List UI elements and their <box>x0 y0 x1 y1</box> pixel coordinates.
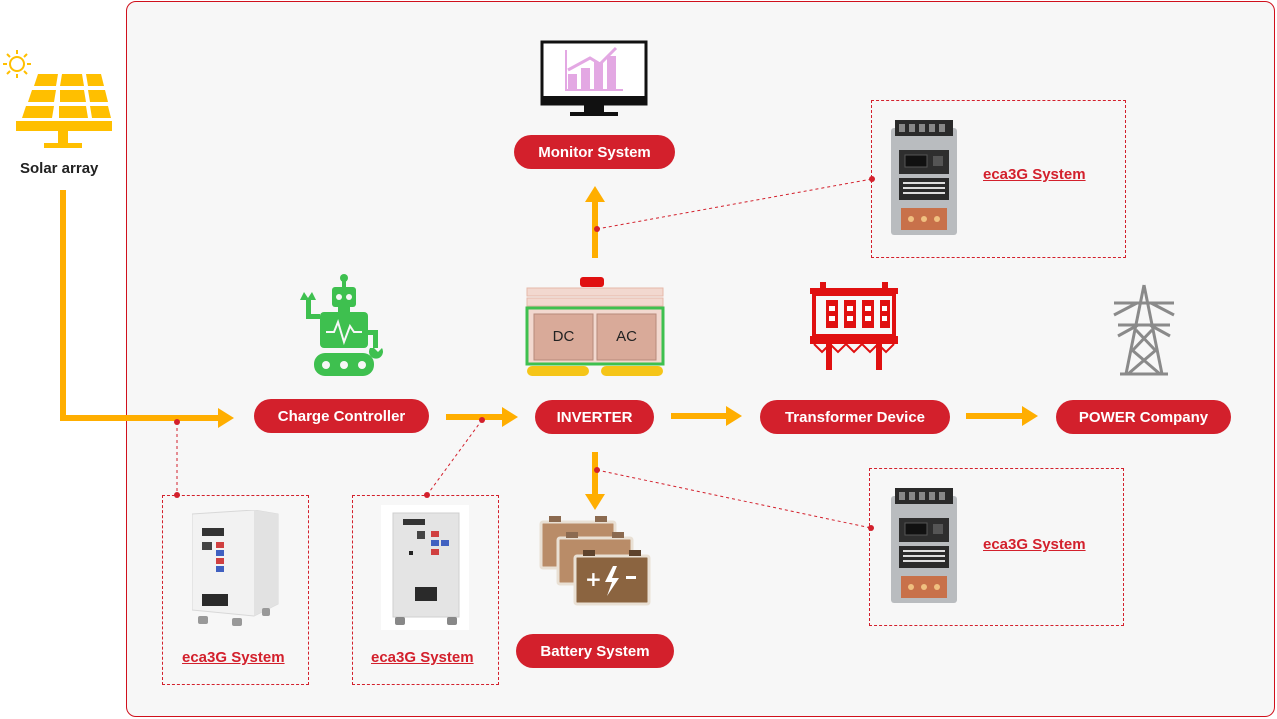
eca3g-link[interactable]: eca3G System <box>983 536 1086 553</box>
power-company-node[interactable]: POWER Company <box>1056 400 1231 434</box>
inverter-node[interactable]: INVERTER <box>535 400 654 434</box>
svg-text:+: + <box>585 567 602 591</box>
eca3g-device-image <box>891 120 957 235</box>
arrow-head <box>218 408 234 428</box>
eca3g-box-bottom-right <box>869 468 1124 626</box>
arrow-head <box>585 494 605 510</box>
transmission-tower-icon <box>1113 284 1175 376</box>
robot-icon <box>300 274 383 376</box>
arrow-head <box>1022 406 1038 426</box>
connector-dots <box>174 176 875 531</box>
transformer-icon <box>810 282 898 370</box>
battery-icon: + <box>539 516 651 606</box>
eca3g-link[interactable]: eca3G System <box>371 649 474 666</box>
eca3g-box-bottom-left-1 <box>162 495 309 685</box>
arrow-head <box>726 406 742 426</box>
solar-flow-line <box>60 190 220 421</box>
inverter-ac-label: AC <box>616 328 637 345</box>
eca3g-box-bottom-left-2 <box>352 495 499 685</box>
battery-system-node[interactable]: Battery System <box>516 634 674 668</box>
eca-connectors <box>176 178 873 529</box>
monitor-system-node[interactable]: Monitor System <box>514 135 675 169</box>
solar-panel-icon <box>16 74 112 148</box>
eca3g-link[interactable]: eca3G System <box>182 649 285 666</box>
inverter-icon <box>525 277 665 376</box>
eca3g-device-image <box>381 505 469 630</box>
transformer-device-node[interactable]: Transformer Device <box>760 400 950 434</box>
arrow-head <box>585 186 605 202</box>
inverter-dc-label: DC <box>552 328 575 345</box>
eca3g-box-top-right <box>871 100 1126 258</box>
eca3g-device-image <box>191 509 280 630</box>
eca3g-link[interactable]: eca3G System <box>983 166 1086 183</box>
solar-array-label: Solar array <box>20 160 99 177</box>
eca3g-device-image <box>891 488 957 603</box>
charge-controller-node[interactable]: Charge Controller <box>254 399 429 433</box>
arrow-head <box>502 407 518 427</box>
sun-icon <box>3 50 31 78</box>
monitor-icon <box>540 40 648 116</box>
